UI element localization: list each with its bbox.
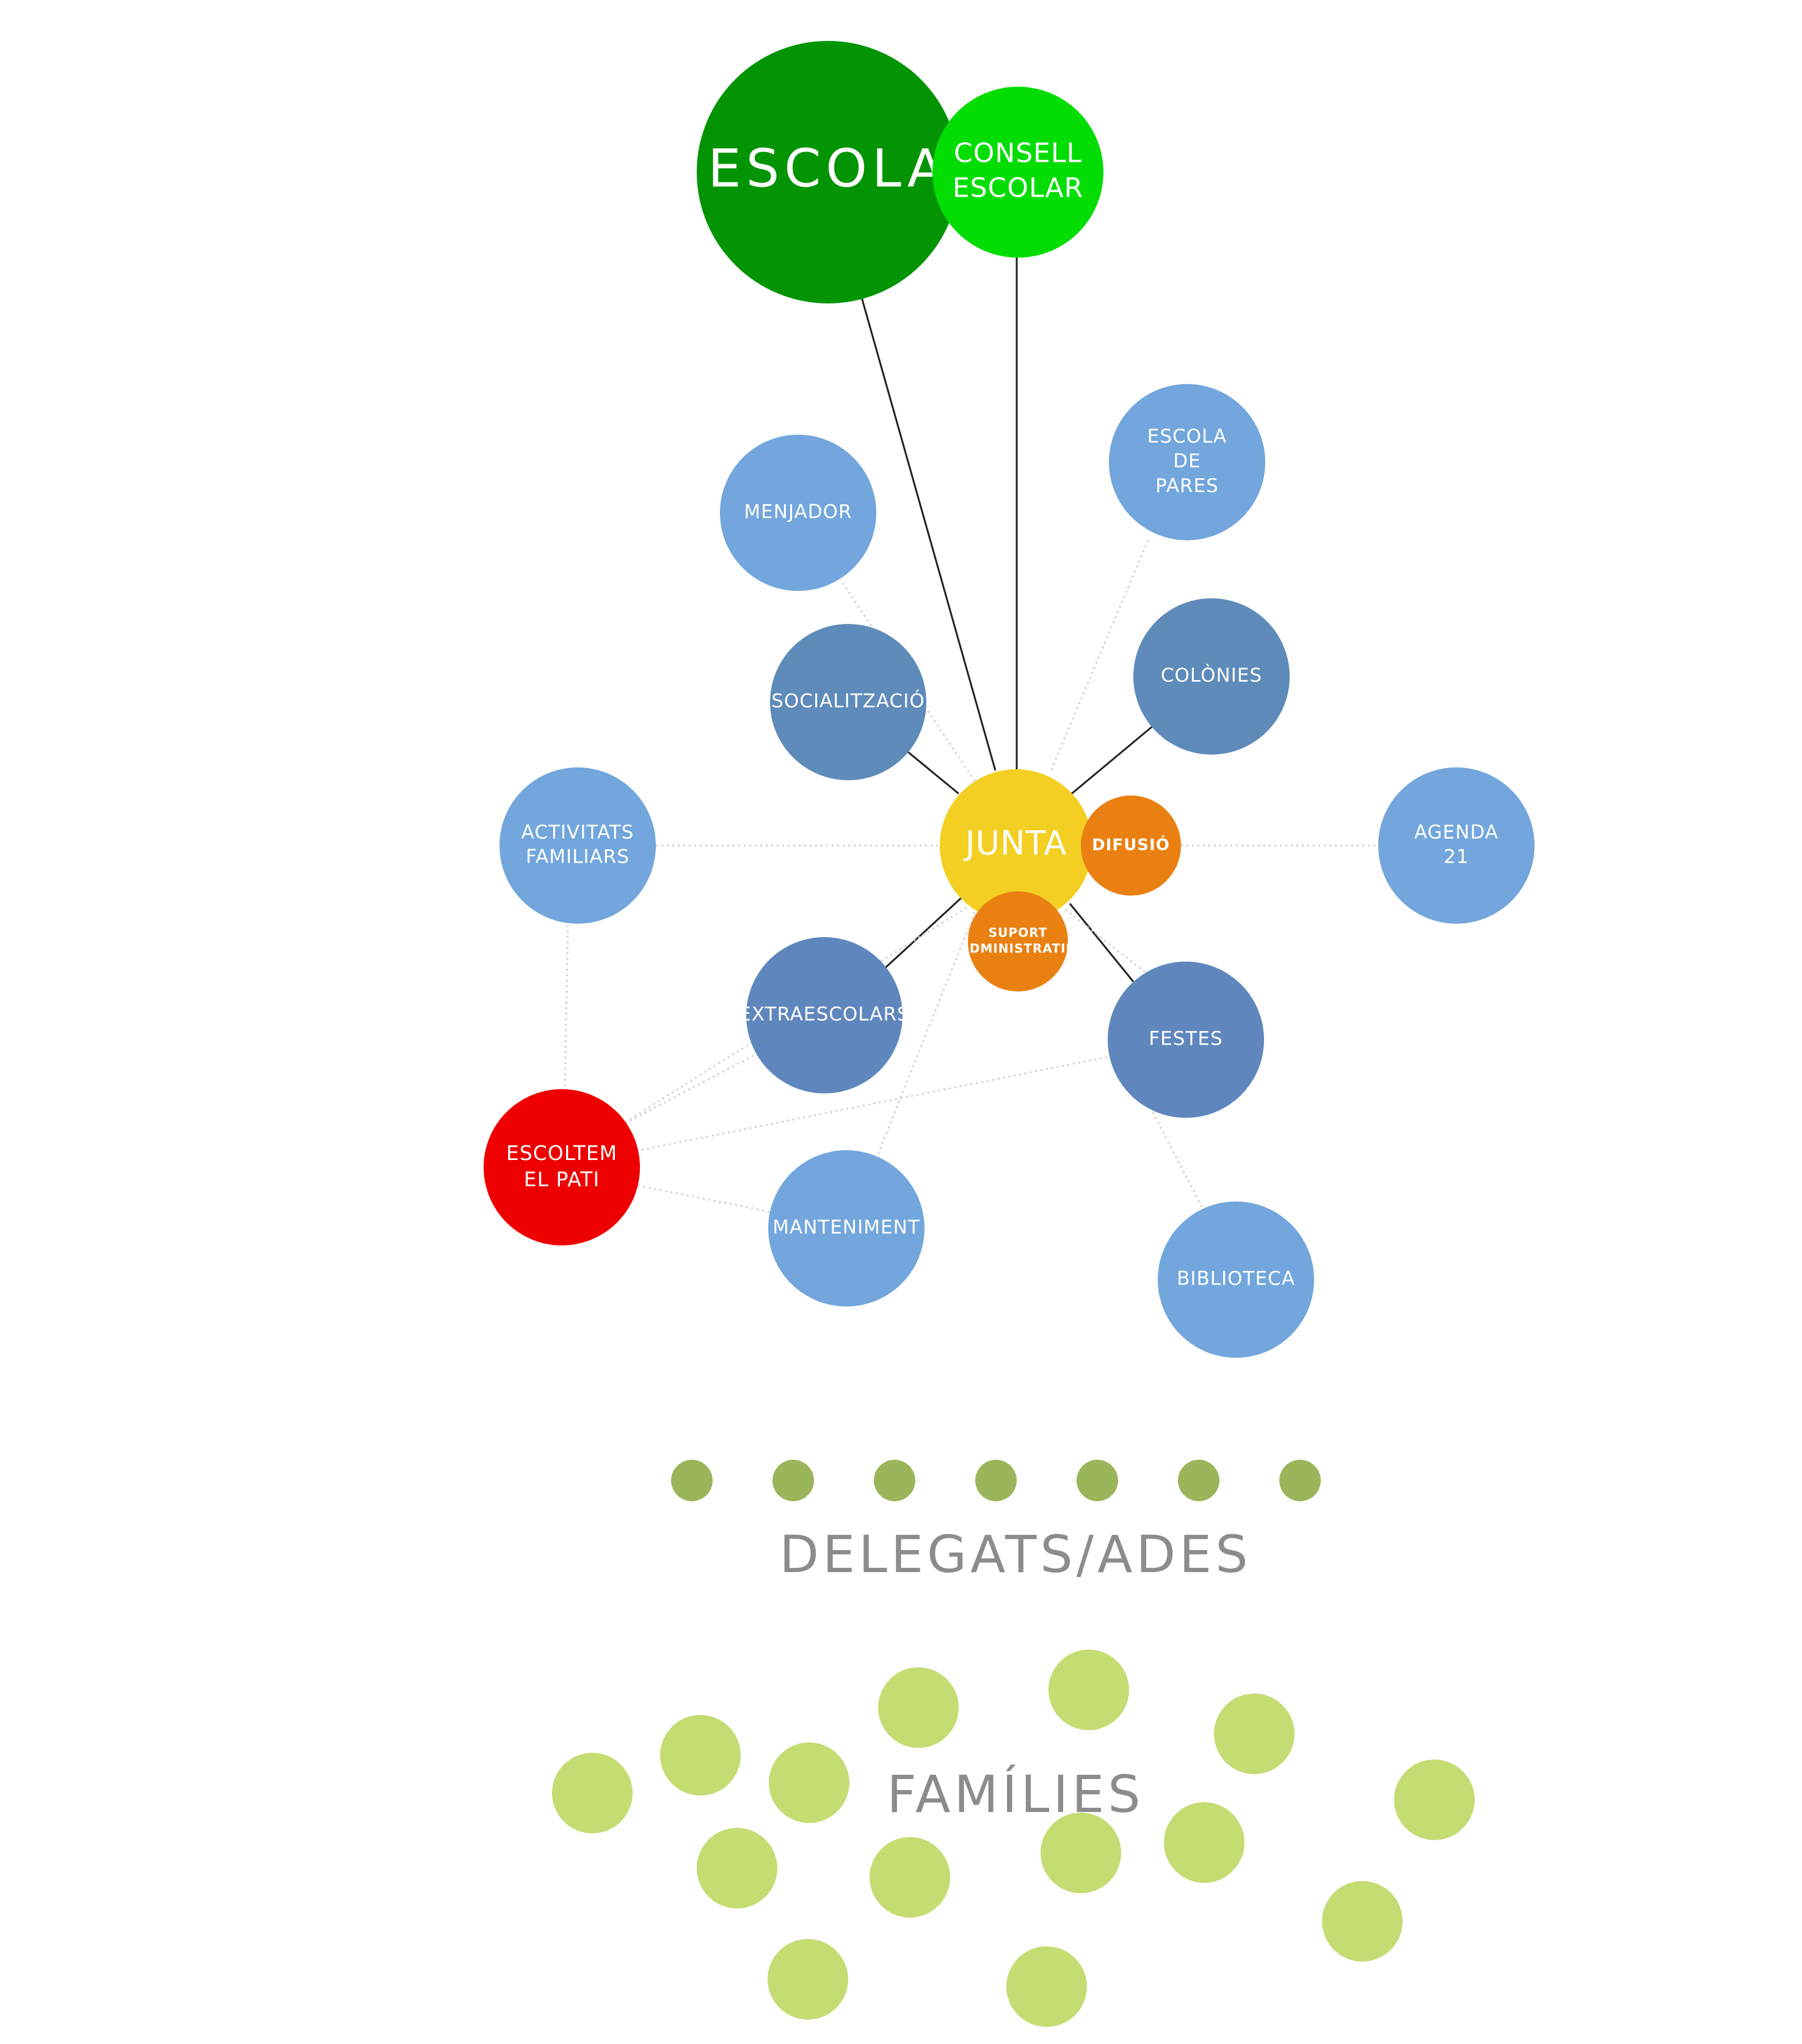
node-label: ACTIVITATS	[521, 821, 634, 843]
node-circle	[968, 891, 1068, 991]
node-circle	[500, 767, 656, 924]
delegats-caption: DELEGATS/ADES	[779, 1524, 1251, 1584]
delegat-dot	[1178, 1460, 1219, 1501]
node-label: ESCOLA	[708, 138, 948, 199]
node-label: ESCOLA	[1147, 426, 1227, 448]
node-circle	[746, 937, 903, 1093]
solid-connection	[1069, 903, 1135, 982]
familia-dot	[1322, 1881, 1403, 1962]
node-label: ADMINISTRATIU	[959, 941, 1076, 956]
node-label: AGENDA	[1414, 821, 1499, 843]
node-label: FESTES	[1149, 1028, 1223, 1050]
node-escola: ESCOLA	[697, 41, 959, 303]
node-label: ESCOLAR	[953, 173, 1083, 204]
node-consell-escolar: CONSELL ESCOLAR	[932, 87, 1103, 258]
node-label: 21	[1444, 846, 1469, 868]
node-label: FAMILIARS	[526, 846, 630, 868]
node-circle	[1378, 767, 1535, 924]
node-menjador: MENJADOR	[720, 435, 876, 591]
familia-dot	[697, 1828, 777, 1908]
dotted-connection	[1049, 540, 1149, 773]
node-circle	[1081, 795, 1181, 896]
node-label: MANTENIMENT	[772, 1217, 920, 1239]
node-circle	[770, 624, 926, 780]
familia-dot	[769, 1742, 849, 1823]
familia-dot	[1394, 1760, 1475, 1840]
node-socialitzacio: SOCIALITZACIÓ	[770, 624, 926, 780]
familia-dot	[1006, 1946, 1087, 2027]
delegat-dot	[1279, 1460, 1321, 1501]
node-label: SUPORT	[989, 926, 1047, 940]
node-circle	[484, 1089, 640, 1245]
node-circle	[768, 1150, 925, 1306]
node-circle	[1133, 598, 1290, 755]
familia-dot	[870, 1837, 950, 1918]
delegat-dot	[671, 1460, 713, 1501]
familia-dot	[660, 1715, 741, 1796]
delegat-dot	[1077, 1460, 1118, 1501]
node-label: BIBLIOTECA	[1177, 1268, 1295, 1290]
node-activitats-familiars: ACTIVITATS FAMILIARS	[500, 767, 656, 924]
solid-connection	[860, 297, 997, 771]
node-circle	[720, 435, 876, 591]
node-label: DIFUSIÓ	[1092, 835, 1170, 855]
node-label: DE	[1173, 451, 1201, 473]
delegat-dot	[975, 1460, 1017, 1501]
node-festes: FESTES	[1108, 962, 1264, 1118]
node-circle	[1158, 1201, 1314, 1358]
node-label: ESCOLTEM	[506, 1141, 617, 1165]
dotted-connection	[1065, 908, 1152, 978]
node-circle	[1109, 384, 1265, 540]
node-label: EXTRAESCOLARS	[739, 1004, 909, 1026]
node-biblioteca: BIBLIOTECA	[1158, 1201, 1314, 1358]
node-difusio: DIFUSIÓ	[1081, 795, 1181, 896]
node-extraescolars: EXTRAESCOLARS	[739, 937, 909, 1093]
familia-dot	[878, 1667, 959, 1748]
solid-connection	[903, 747, 959, 795]
familia-dot	[552, 1753, 633, 1833]
node-circle	[697, 41, 959, 303]
node-label: EL PATI	[524, 1167, 600, 1191]
familia-dot	[1048, 1650, 1129, 1730]
captions: DELEGATS/ADES FAMÍLIES	[779, 1524, 1251, 1824]
familia-dot	[1214, 1694, 1295, 1774]
delegat-dot	[874, 1460, 915, 1501]
dotted-connection	[636, 1055, 1112, 1152]
dotted-connection	[625, 1046, 770, 1125]
delegat-dot	[772, 1460, 814, 1501]
familia-dot	[1164, 1802, 1244, 1883]
node-label: SOCIALITZACIÓ	[771, 690, 925, 712]
node-label: CONSELL	[954, 137, 1082, 169]
people-dots	[552, 1460, 1475, 2027]
dotted-connection	[625, 905, 968, 1123]
node-colonies: COLÒNIES	[1133, 598, 1290, 755]
node-label: JUNTA	[964, 824, 1067, 863]
node-label: COLÒNIES	[1161, 664, 1262, 687]
node-label: MENJADOR	[744, 501, 852, 523]
node-circle	[1108, 962, 1264, 1118]
dotted-connection	[564, 924, 569, 1090]
node-circle	[932, 87, 1103, 258]
familia-dot	[768, 1939, 848, 2020]
familia-dot	[1041, 1813, 1121, 1893]
solid-connection	[1071, 725, 1153, 795]
node-manteniment: MANTENIMENT	[768, 1150, 925, 1306]
node-label: PARES	[1155, 475, 1219, 497]
node-agenda-21: AGENDA 21	[1378, 767, 1535, 924]
node-junta: JUNTA	[940, 769, 1092, 922]
dotted-connection	[1152, 1112, 1203, 1207]
solid-connection	[884, 896, 963, 969]
node-circle	[940, 769, 1092, 922]
families-caption: FAMÍLIES	[887, 1764, 1144, 1824]
dotted-connection	[638, 1184, 771, 1213]
